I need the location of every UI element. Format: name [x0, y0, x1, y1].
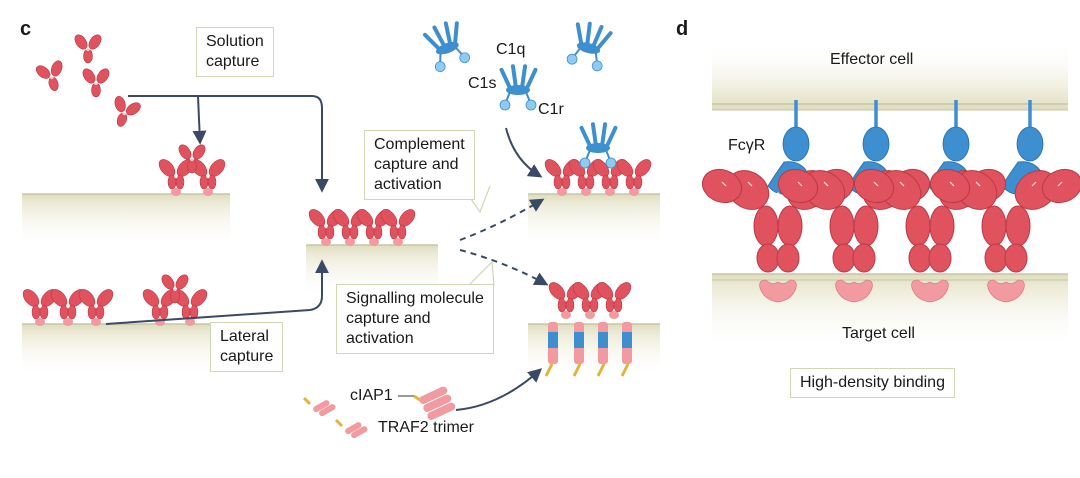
high-density-binding-label: High-density binding: [790, 368, 955, 398]
traf2-label: TRAF2 trimer: [378, 419, 474, 436]
signalling-complex: [544, 278, 635, 377]
captured-antibodies-upper: [155, 142, 229, 197]
panel-label-d: d: [676, 18, 689, 40]
antibody-hexamer-middle: [305, 205, 419, 247]
effector-cell-label: Effector cell: [830, 51, 914, 68]
signalling-callout-pointer: [469, 260, 495, 287]
membrane-upper-left: [22, 193, 230, 248]
fcgr-label: FcγR: [728, 137, 766, 154]
c1r-label: C1r: [538, 101, 564, 118]
arrows: [105, 95, 549, 411]
panel-label-c: c: [20, 18, 32, 40]
target-cell-label: Target cell: [842, 325, 915, 342]
free-antibodies: [31, 32, 146, 133]
traf2-ciap1-molecules: [302, 386, 456, 439]
membrane-lower-left: [22, 323, 230, 378]
membrane-upper-right: [528, 193, 660, 248]
c1q-label: C1q: [496, 41, 526, 58]
complement-activation-complex: [541, 120, 655, 197]
effector-cell-membrane: [712, 40, 1068, 111]
c1s-label: C1s: [468, 75, 497, 92]
free-c1-complexes: [419, 15, 616, 111]
ciap1-label: cIAP1: [350, 387, 393, 404]
tnf-receptors: [544, 322, 632, 377]
